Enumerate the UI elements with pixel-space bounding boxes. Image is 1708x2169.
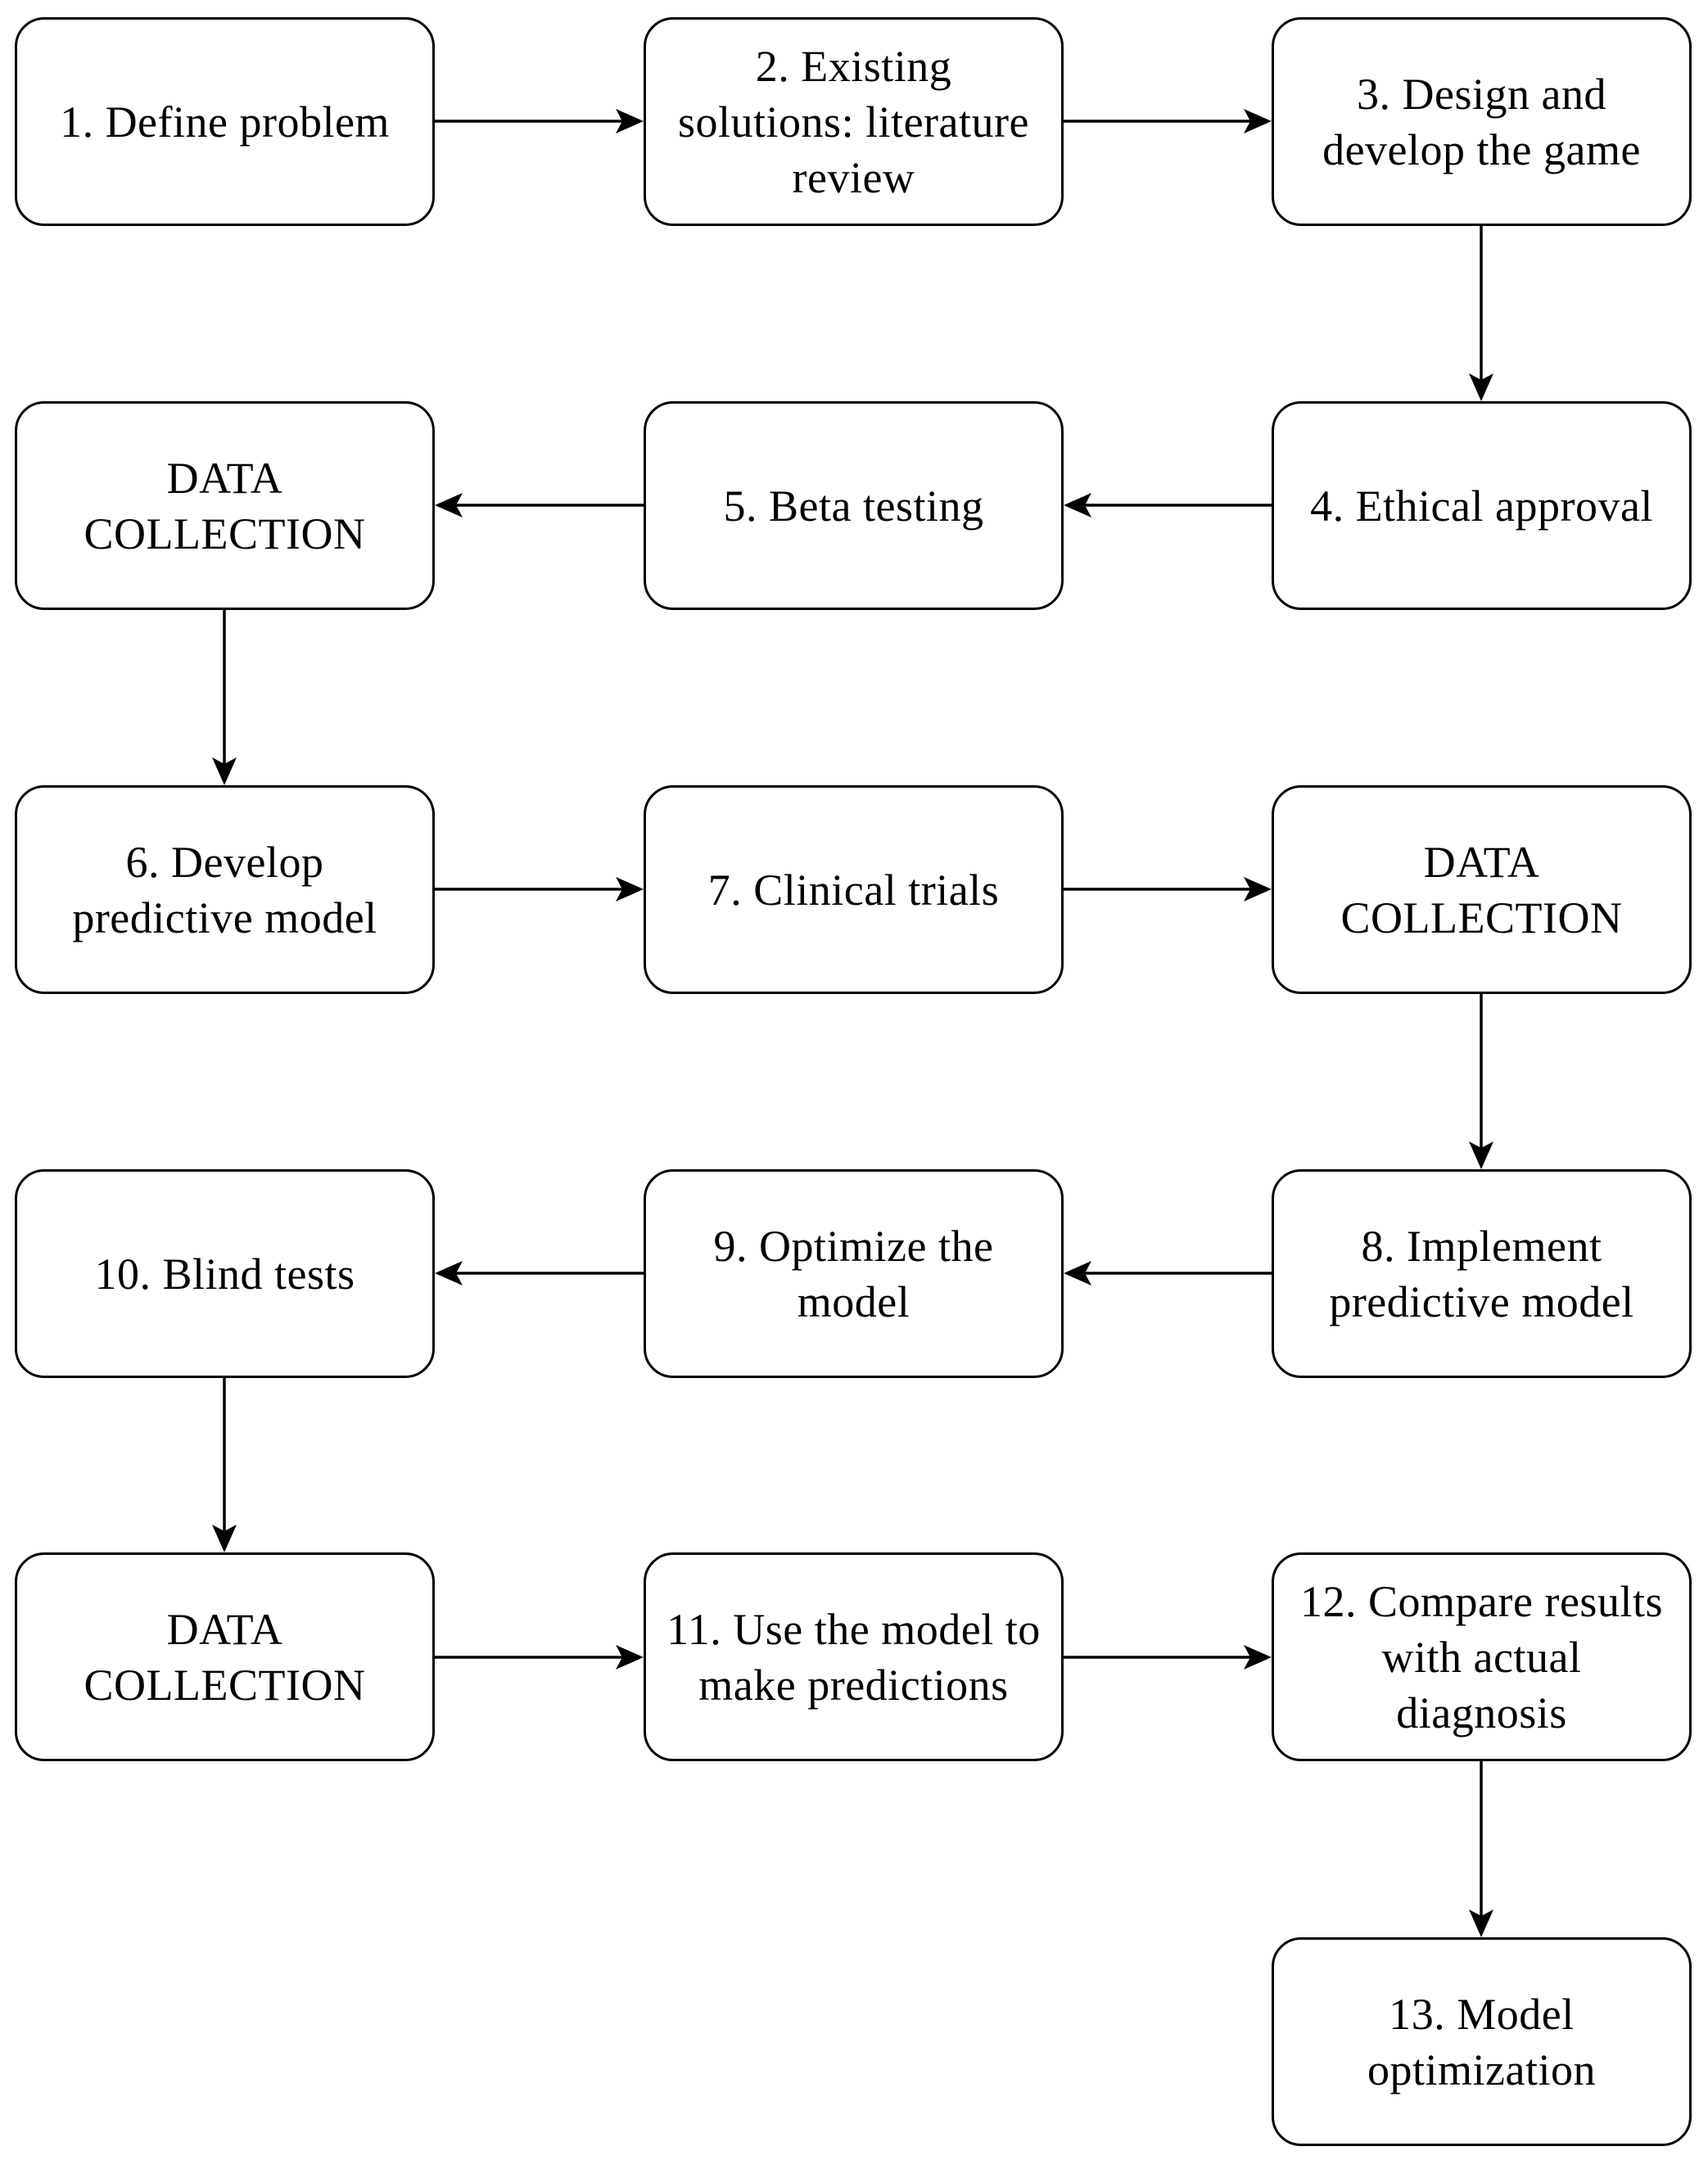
arrowhead-down [1469, 1909, 1493, 1937]
step-7-label: 7. Clinical trials [707, 865, 1000, 915]
step-5-beta-testing: 5. Beta testing [644, 401, 1064, 610]
step-10-label: 10. Blind tests [94, 1249, 355, 1299]
step-1-define-problem: 1. Define problem [15, 17, 435, 226]
step-3-label: 3. Design and develop the game [1322, 69, 1641, 174]
arrowhead-right [616, 1645, 644, 1670]
data-collection-3-label: DATA COLLECTION [84, 1604, 366, 1710]
step-4-ethical-approval: 4. Ethical approval [1272, 401, 1692, 610]
data-collection-1-label: DATA COLLECTION [84, 453, 366, 558]
data-collection-3: DATA COLLECTION [15, 1552, 435, 1761]
data-collection-2-label: DATA COLLECTION [1340, 837, 1623, 942]
step-11-use-model-predictions: 11. Use the model to make predictions [644, 1552, 1064, 1761]
step-5-label: 5. Beta testing [723, 481, 984, 531]
step-10-blind-tests: 10. Blind tests [15, 1169, 435, 1378]
step-13-model-optimization: 13. Model optimization [1272, 1937, 1692, 2146]
arrowhead-down [1469, 1141, 1493, 1169]
arrowhead-right [616, 877, 644, 901]
step-13-label: 13. Model optimization [1367, 1989, 1596, 2094]
arrowhead-right [1244, 109, 1272, 133]
data-collection-1: DATA COLLECTION [15, 401, 435, 610]
data-collection-2: DATA COLLECTION [1272, 785, 1692, 994]
arrowhead-right [616, 109, 644, 133]
step-3-design-develop-game: 3. Design and develop the game [1272, 17, 1692, 226]
step-12-compare-results: 12. Compare results with actual diagnosi… [1272, 1552, 1692, 1761]
arrowhead-left [435, 1261, 463, 1286]
arrowhead-down [212, 757, 237, 785]
arrowhead-left [1064, 1261, 1091, 1286]
step-4-label: 4. Ethical approval [1310, 481, 1653, 531]
arrowhead-down [1469, 373, 1493, 401]
arrowhead-left [435, 493, 463, 517]
arrowhead-down [212, 1525, 237, 1552]
step-12-label: 12. Compare results with actual diagnosi… [1300, 1576, 1663, 1737]
step-8-implement-predictive-model: 8. Implement predictive model [1272, 1169, 1692, 1378]
arrowhead-left [1064, 493, 1091, 517]
step-9-optimize-model: 9. Optimize the model [644, 1169, 1064, 1378]
step-6-label: 6. Develop predictive model [72, 837, 377, 942]
step-8-label: 8. Implement predictive model [1329, 1221, 1634, 1326]
step-6-develop-predictive-model: 6. Develop predictive model [15, 785, 435, 994]
step-11-label: 11. Use the model to make predictions [666, 1604, 1041, 1710]
step-2-label: 2. Existing solutions: literature review [678, 41, 1029, 202]
step-1-label: 1. Define problem [60, 97, 390, 147]
step-2-existing-solutions: 2. Existing solutions: literature review [644, 17, 1064, 226]
arrowhead-right [1244, 1645, 1272, 1670]
step-7-clinical-trials: 7. Clinical trials [644, 785, 1064, 994]
arrowhead-right [1244, 877, 1272, 901]
step-9-label: 9. Optimize the model [713, 1221, 994, 1326]
